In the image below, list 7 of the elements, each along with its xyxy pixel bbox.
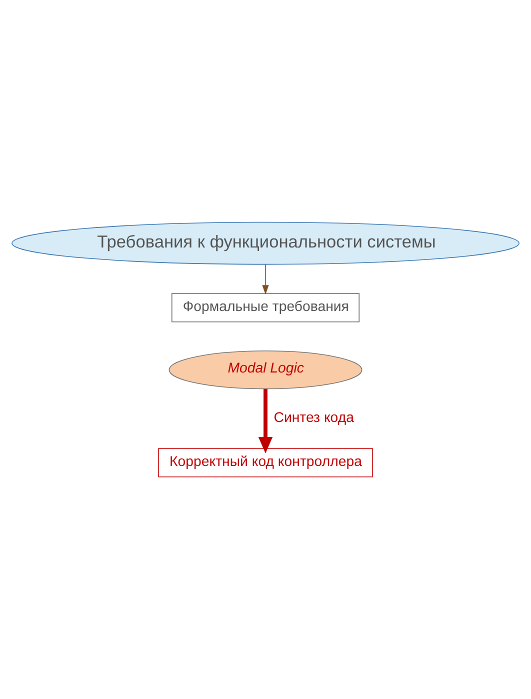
arrow: [262, 264, 269, 295]
node-box: Формальные требования: [172, 293, 360, 322]
node-box: Корректный код контроллера: [158, 448, 373, 478]
node-ellipse: Требования к функциональности системы: [12, 222, 520, 265]
node-ellipse: Modal Logic: [168, 350, 362, 390]
edge-label: Синтез кода: [274, 409, 354, 426]
arrow: [258, 388, 273, 454]
